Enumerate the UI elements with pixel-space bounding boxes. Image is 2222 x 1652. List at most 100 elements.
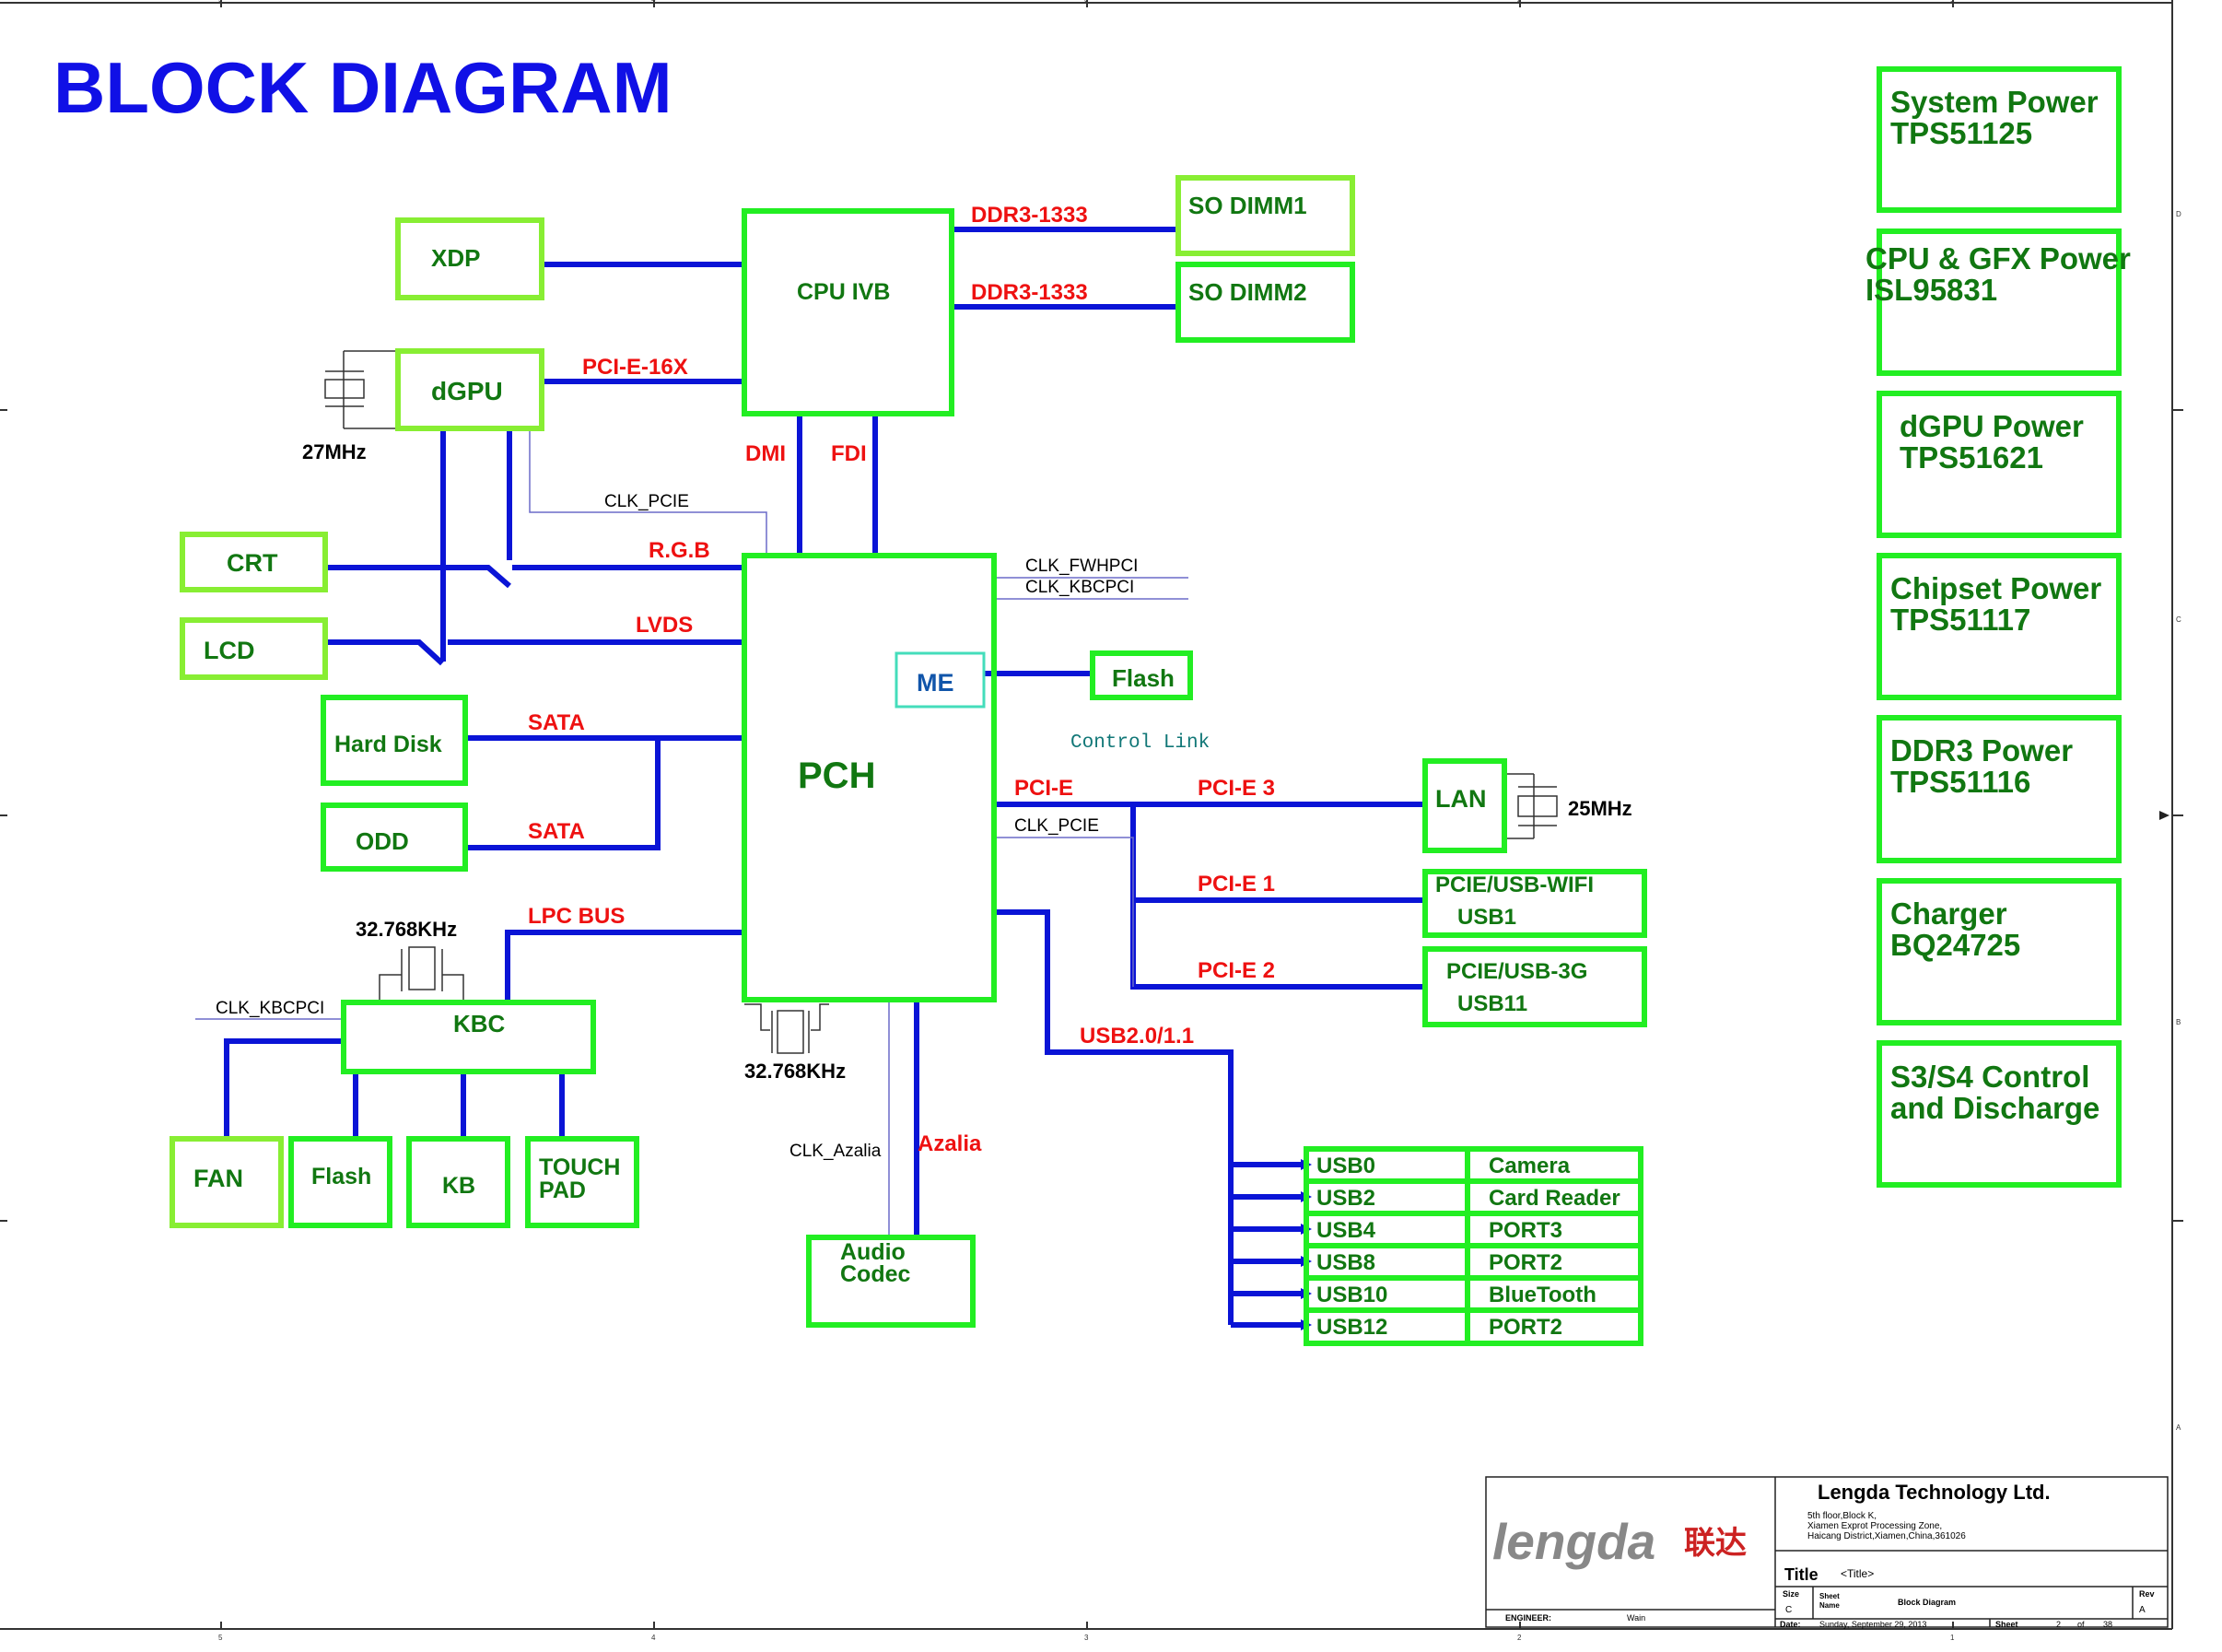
bus-label: PCI-E 2 xyxy=(1198,958,1275,983)
title-block: lengda 联达 Lengda Technology Ltd. 5th flo… xyxy=(1485,1476,2169,1629)
usb-device-label: PORT3 xyxy=(1489,1218,1562,1243)
lan-label: LAN xyxy=(1435,785,1487,813)
size-value: C xyxy=(1785,1605,1792,1615)
usb-port-table: USB0 Camera USB2 Card Reader USB4 PORT3 … xyxy=(1304,1146,1643,1346)
usb-port-label: USB8 xyxy=(1316,1250,1375,1275)
usb-port-label: USB4 xyxy=(1316,1218,1376,1243)
dgpu-label: dGPU xyxy=(431,377,503,405)
freq-label: 27MHz xyxy=(302,440,367,463)
title-label: Title xyxy=(1784,1565,1819,1584)
audio-label: Audio xyxy=(840,1239,906,1265)
frame-mark: 1 xyxy=(1950,1634,1955,1642)
sheet-total: 38 xyxy=(2103,1620,2112,1629)
blocks: XDP CPU IVB SO DIMM1 SO DIMM2 dGPU CRT L… xyxy=(170,175,1647,1328)
power-block xyxy=(1877,391,2122,538)
bus-label: SATA xyxy=(528,819,585,844)
frame-mark: 5 xyxy=(218,1634,223,1642)
frame-mark: 2 xyxy=(1517,1634,1522,1642)
crt-block xyxy=(180,532,328,592)
kbc-flash-label: Flash xyxy=(311,1164,371,1189)
logo-cn-text: 联达 xyxy=(1684,1526,1747,1561)
bus-label: PCI-E 3 xyxy=(1198,776,1275,801)
date-label: Date: xyxy=(1780,1620,1801,1629)
fan-block xyxy=(170,1136,284,1228)
frame-mark: 1 xyxy=(1950,0,1955,4)
xdp-block xyxy=(395,217,544,300)
sheet-name-label: Sheet xyxy=(1819,1592,1840,1600)
power-blocks: System Power TPS51125 CPU & GFX Power IS… xyxy=(1865,66,2131,1188)
frame-mark: A xyxy=(2176,1424,2181,1432)
clock-label: CLK_PCIE xyxy=(604,492,689,511)
power-title: Charger xyxy=(1890,896,2007,931)
frame-mark: 3 xyxy=(1084,0,1089,4)
kbc-label: KBC xyxy=(453,1010,506,1037)
power-block xyxy=(1877,66,2122,213)
usb-port-label: USB2 xyxy=(1316,1186,1375,1211)
frame-mark: 3 xyxy=(1084,1634,1089,1642)
odd-block xyxy=(321,803,468,872)
kbc-flash-block xyxy=(288,1136,392,1228)
date-value: Sunday, September 29, 2013 xyxy=(1819,1620,1926,1629)
sodimm2-label: SO DIMM2 xyxy=(1188,278,1307,306)
power-block xyxy=(1877,1040,2122,1188)
sodimm1-label: SO DIMM1 xyxy=(1188,192,1307,219)
wifi-block xyxy=(1422,869,1647,938)
power-title: Chipset Power xyxy=(1890,571,2101,605)
spi-flash-label: Flash xyxy=(1112,664,1175,692)
pch-label: PCH xyxy=(798,756,875,796)
sheet-name-label-2: Name xyxy=(1819,1601,1840,1610)
hard-disk-block xyxy=(321,695,468,786)
frame-arrow-icon xyxy=(2159,811,2169,820)
address-line: Xiamen Exprot Processing Zone, xyxy=(1807,1521,1942,1531)
codec-label: Codec xyxy=(840,1261,911,1287)
usb-port-label: USB12 xyxy=(1316,1315,1387,1340)
frame-mark: 4 xyxy=(651,1634,656,1642)
sodimm1-block xyxy=(1175,175,1355,256)
audio-codec-block xyxy=(806,1235,976,1328)
engineer-label: ENGINEER: xyxy=(1505,1613,1551,1623)
hard-disk-label: Hard Disk xyxy=(334,732,442,757)
title-value: <Title> xyxy=(1841,1567,1874,1580)
dgpu-block xyxy=(395,348,544,431)
power-block xyxy=(1877,553,2122,700)
bus-label: DMI xyxy=(745,441,786,466)
rev-value: A xyxy=(2139,1605,2146,1615)
freq-label: 32.768KHz xyxy=(744,1060,846,1083)
touchpad-block xyxy=(525,1136,639,1228)
bus-label: DDR3-1333 xyxy=(971,280,1088,305)
wwan-label: PCIE/USB-3G xyxy=(1446,959,1587,984)
xdp-label: XDP xyxy=(431,244,480,272)
frame-mark: D xyxy=(2176,210,2181,218)
of-label: of xyxy=(2077,1620,2085,1629)
kb-label: KB xyxy=(442,1173,475,1199)
bus-label: Azalia xyxy=(918,1131,982,1156)
clock-labels: CLK_PCIE CLK_FWHPCI CLK_KBCPCI CLK_PCIE … xyxy=(216,492,1210,1161)
clock-label: CLK_KBCPCI xyxy=(1025,578,1134,597)
bus-label: FDI xyxy=(831,441,867,466)
power-title: System Power xyxy=(1890,85,2099,119)
spi-flash-block xyxy=(1090,650,1193,700)
power-part: ISL95831 xyxy=(1865,273,1997,307)
crystal-dgpu xyxy=(324,350,403,429)
frequency-labels: 27MHz 25MHz 32.768KHz 32.768KHz xyxy=(302,440,1632,1083)
bus-label: DDR3-1333 xyxy=(971,203,1088,228)
size-label: Size xyxy=(1783,1589,1799,1599)
usb-device-label: PORT2 xyxy=(1489,1250,1562,1275)
freq-label: 25MHz xyxy=(1568,797,1632,820)
usb-device-label: Card Reader xyxy=(1489,1186,1620,1211)
cpu-block xyxy=(742,208,954,416)
lcd-block xyxy=(180,617,328,680)
lan-block xyxy=(1422,758,1507,853)
power-part: TPS51621 xyxy=(1900,440,2043,475)
bus-label: PCI-E-16X xyxy=(582,355,688,380)
wwan-usb-label: USB11 xyxy=(1457,991,1527,1016)
power-part: TPS51125 xyxy=(1890,116,2032,150)
sheet-name-value: Block Diagram xyxy=(1898,1598,1956,1607)
address-line: Haicang District,Xiamen,China,361026 xyxy=(1807,1531,1966,1541)
rev-label: Rev xyxy=(2139,1589,2155,1599)
bus-label: PCI-E xyxy=(1014,776,1073,801)
bus-labels: DDR3-1333 DDR3-1333 PCI-E-16X DMI FDI R.… xyxy=(528,203,1275,1156)
power-title: S3/S4 Control xyxy=(1890,1060,2089,1094)
crystal-lan xyxy=(1504,773,1558,839)
